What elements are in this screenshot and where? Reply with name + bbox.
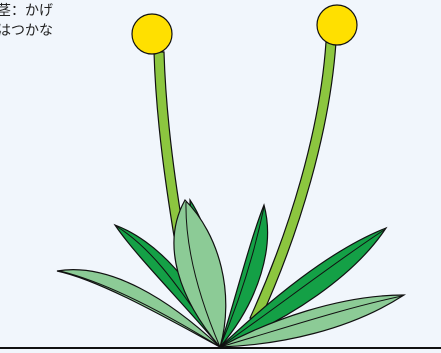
left-flower-head (132, 14, 172, 54)
right-flower-head (317, 5, 357, 45)
